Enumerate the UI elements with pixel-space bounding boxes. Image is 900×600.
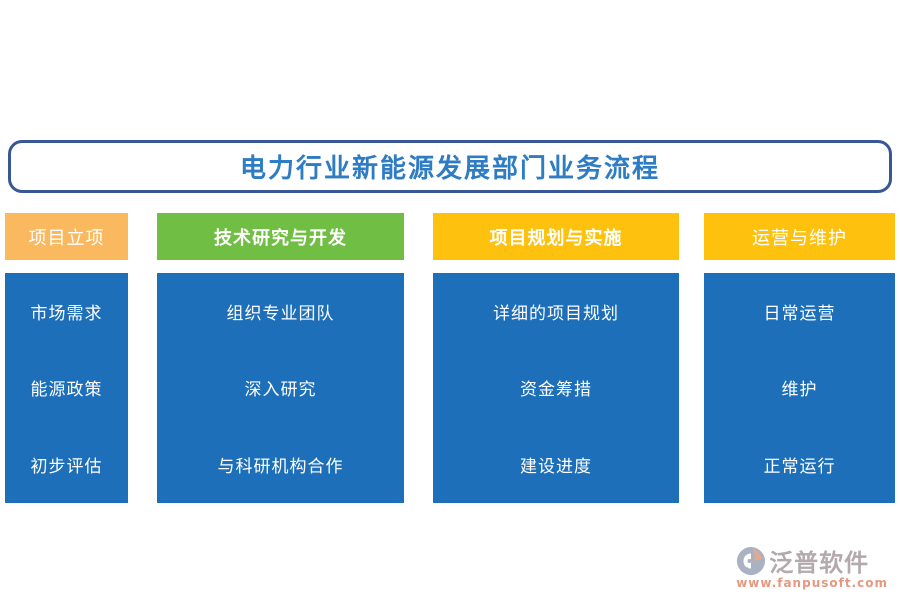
column-body-operation-maintenance: 日常运营 维护 正常运行 bbox=[704, 273, 895, 503]
flow-step: 组织专业团队 bbox=[226, 303, 335, 324]
flow-step: 与科研机构合作 bbox=[217, 457, 344, 478]
column-header-planning-implementation: 项目规划与实施 bbox=[433, 213, 679, 260]
flow-step: 资金筹措 bbox=[520, 380, 592, 401]
flow-step: 维护 bbox=[781, 380, 818, 401]
flow-step: 建设进度 bbox=[520, 457, 592, 478]
flow-step: 日常运营 bbox=[763, 303, 836, 324]
column-header-operation-maintenance: 运营与维护 bbox=[704, 213, 895, 260]
fanpu-watermark: 泛普软件 www.fanpusoft.com bbox=[736, 543, 888, 590]
flow-step: 能源政策 bbox=[30, 380, 103, 401]
diagram-title: 电力行业新能源发展部门业务流程 bbox=[239, 154, 660, 184]
flow-step: 市场需求 bbox=[30, 303, 103, 324]
flow-step: 初步评估 bbox=[30, 457, 103, 478]
flow-step: 深入研究 bbox=[244, 380, 317, 401]
column-body-tech-research: 组织专业团队 深入研究 与科研机构合作 bbox=[157, 273, 404, 503]
fanpu-logo-icon bbox=[736, 546, 766, 576]
column-body-project-initiation: 市场需求 能源政策 初步评估 bbox=[5, 273, 128, 503]
fanpu-brand-text: 泛普软件 bbox=[769, 549, 870, 577]
diagram-title-box: 电力行业新能源发展部门业务流程 bbox=[8, 140, 892, 193]
column-header-project-initiation: 项目立项 bbox=[5, 213, 128, 260]
flow-step: 正常运行 bbox=[763, 457, 836, 478]
column-header-tech-research: 技术研究与开发 bbox=[157, 213, 404, 260]
flow-step: 详细的项目规划 bbox=[493, 303, 619, 324]
fanpu-url-text: www.fanpusoft.com bbox=[736, 576, 888, 590]
column-body-planning-implementation: 详细的项目规划 资金筹措 建设进度 bbox=[433, 273, 679, 503]
